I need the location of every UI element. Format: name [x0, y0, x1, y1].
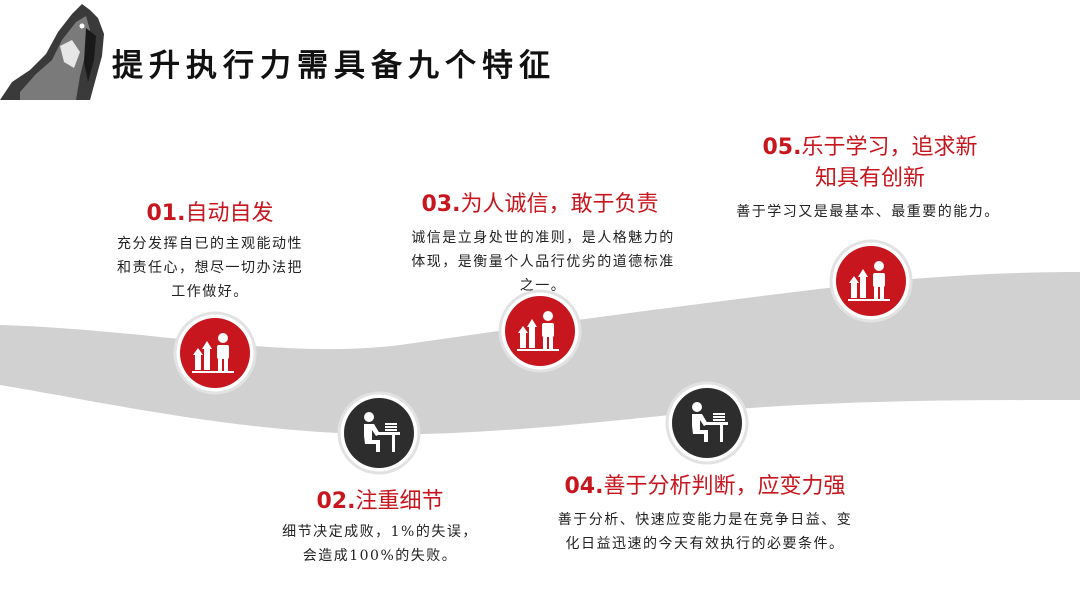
- item-02-heading: 02.注重细节: [290, 483, 470, 515]
- item-01-heading: 01.自动自发: [120, 195, 300, 227]
- item-02-title: 注重细节: [355, 489, 444, 514]
- item-05-description: 善于学习又是最基本、最重要的能力。: [712, 200, 1024, 224]
- growth-person-icon: [498, 289, 582, 373]
- item-05-number: 05.: [762, 135, 802, 160]
- item-02-desc-line: 会造成100%的失败。: [302, 548, 458, 564]
- item-01-desc-line: 充分发挥自已的主观能动性: [117, 236, 303, 252]
- item-05-desc-line: 善于学习又是最基本、最重要的能力。: [736, 204, 1000, 220]
- item-04-number: 04.: [564, 474, 604, 499]
- item-01-desc-line: 和责任心，想尽一切办法把: [117, 260, 303, 276]
- item-02-desc-line: 细节决定成败，1%的失误，: [282, 524, 478, 540]
- item-02-number: 02.: [316, 489, 356, 514]
- item-03-desc-line: 之一。: [519, 278, 567, 294]
- item-01-description: 充分发挥自已的主观能动性 和责任心，想尽一切办法把 工作做好。: [92, 232, 328, 304]
- growth-person-icon: [829, 239, 913, 323]
- horse-logo: [0, 4, 104, 100]
- item-03-number: 03.: [421, 192, 461, 217]
- item-05-heading: 05.乐于学习，追求新 知具有创新: [730, 132, 1010, 194]
- item-03-desc-line: 体现，是衡量个人品行优劣的道德标准: [411, 254, 675, 270]
- item-04-heading: 04.善于分析判断，应变力强: [535, 468, 875, 500]
- item-03-heading: 03.为人诚信，敢于负责: [395, 186, 685, 218]
- item-04-description: 善于分析、快速应变能力是在竞争日益、变 化日益迅速的今天有效执行的必要条件。: [525, 508, 885, 556]
- item-03-title: 为人诚信，敢于负责: [460, 192, 659, 217]
- item-01-number: 01.: [146, 201, 186, 226]
- person-at-desk-icon: [337, 391, 421, 475]
- item-01-title: 自动自发: [185, 201, 274, 226]
- person-at-desk-icon: [665, 381, 749, 465]
- item-04-desc-line: 化日益迅速的今天有效执行的必要条件。: [565, 536, 845, 552]
- item-03-description: 诚信是立身处世的准则，是人格魅力的 体现，是衡量个人品行优劣的道德标准 之一。: [378, 226, 708, 298]
- item-05-title-line: 知具有创新: [814, 166, 925, 191]
- item-04-title: 善于分析判断，应变力强: [603, 474, 846, 499]
- item-05-title-line: 乐于学习，追求新: [801, 135, 978, 160]
- item-04-desc-line: 善于分析、快速应变能力是在竞争日益、变: [557, 512, 853, 528]
- item-01-desc-line: 工作做好。: [171, 284, 249, 300]
- item-02-description: 细节决定成败，1%的失误， 会造成100%的失败。: [250, 520, 510, 568]
- growth-person-icon: [173, 311, 257, 395]
- page-title: 提升执行力需具备九个特征: [112, 48, 556, 84]
- item-03-desc-line: 诚信是立身处世的准则，是人格魅力的: [411, 230, 675, 246]
